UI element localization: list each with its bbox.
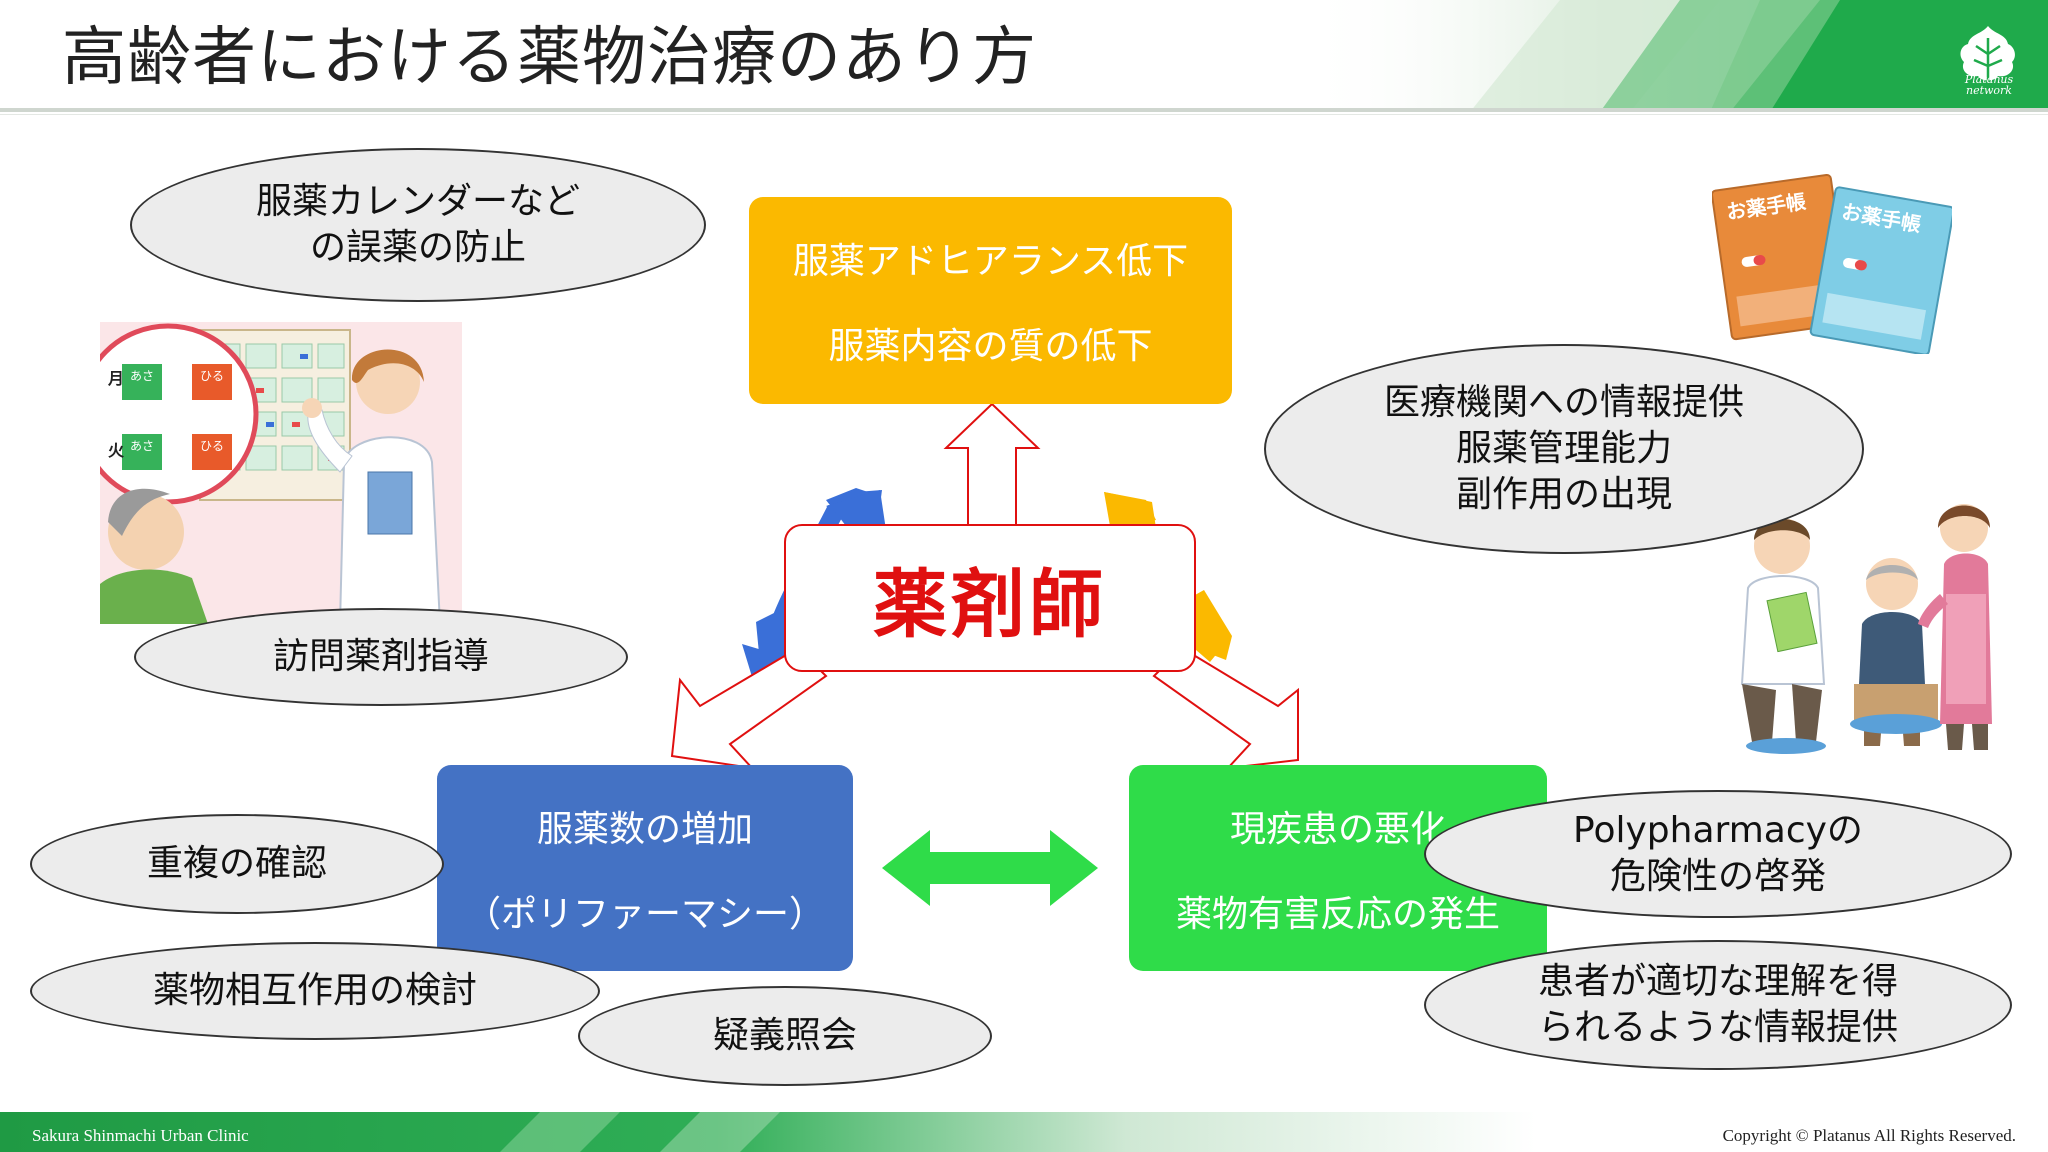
yellow-wedge xyxy=(1104,492,1156,528)
footer-bar xyxy=(0,1112,2048,1152)
box-top-line1: 服薬アドヒアランス低下 xyxy=(792,240,1189,282)
blue-wedge-lower xyxy=(756,608,784,664)
ellipse-polypharmacy-awareness: Polypharmacyの 危険性の啓発 xyxy=(1424,790,2012,918)
blue-wedge xyxy=(826,490,886,530)
arrow-down-left xyxy=(670,646,828,770)
arrow-double-green xyxy=(882,830,1098,906)
ellipse-prescription-inquiry: 疑義照会 xyxy=(578,986,992,1086)
medicine-notebook-illustration: お薬手帳 お薬手帳 xyxy=(1712,173,1952,354)
footer-clinic-name: Sakura Shinmachi Urban Clinic xyxy=(32,1126,249,1145)
logo-text: Platanus network xyxy=(1964,73,2014,97)
calendar-slot-morning: あさ xyxy=(130,369,154,383)
arrow-down-right xyxy=(1152,646,1299,770)
box-right-line1: 現疾患の悪化 xyxy=(1229,808,1446,850)
footer-copyright: Copyright © Platanus All Rights Reserved… xyxy=(1722,1126,2016,1145)
header-rule xyxy=(0,108,2048,112)
calendar-row-tuesday: 火 xyxy=(108,441,125,460)
page-title: 高齢者における薬物治療のあり方 xyxy=(62,21,1037,95)
pharmacist-calendar-illustration: 月 火 あさ ひる あさ ひる xyxy=(100,322,462,624)
ellipse-patient-information: 患者が適切な理解を得 られるような情報提供 xyxy=(1424,940,2012,1070)
care-team-illustration xyxy=(1740,504,1992,754)
calendar-slot-noon-2: ひる xyxy=(200,439,224,453)
header-rule-thin xyxy=(0,114,2048,115)
box-polypharmacy: 服薬数の増加 （ポリファーマシー） xyxy=(437,765,853,971)
center-pharmacist-box: 薬剤師 xyxy=(784,524,1196,672)
ellipse-interaction-review: 薬物相互作用の検討 xyxy=(30,942,600,1040)
ellipse-info-to-institution: 医療機関への情報提供 服薬管理能力 副作用の出現 xyxy=(1264,344,1864,554)
yellow-wedge-lower xyxy=(1196,604,1228,662)
calendar-slot-noon: ひる xyxy=(200,369,224,383)
ellipse-home-visit-guidance: 訪問薬剤指導 xyxy=(134,608,628,706)
box-right-line2: 薬物有害反応の発生 xyxy=(1175,893,1500,935)
ellipse-duplicate-check: 重複の確認 xyxy=(30,814,444,914)
calendar-row-monday: 月 xyxy=(107,369,124,388)
box-left-line2: （ポリファーマシー） xyxy=(464,893,825,935)
center-label: 薬剤師 xyxy=(873,561,1107,648)
leaf-icon xyxy=(1960,26,2015,82)
header-decoration xyxy=(1300,0,2048,112)
box-adherence: 服薬アドヒアランス低下 服薬内容の質の低下 xyxy=(749,197,1232,404)
arrow-up xyxy=(943,402,1041,529)
box-left-line1: 服薬数の増加 xyxy=(536,808,753,850)
ellipse-calendar-error-prevention: 服薬カレンダーなど の誤薬の防止 xyxy=(130,148,706,302)
calendar-slot-morning-2: あさ xyxy=(130,439,154,453)
box-top-line2: 服薬内容の質の低下 xyxy=(828,326,1153,368)
